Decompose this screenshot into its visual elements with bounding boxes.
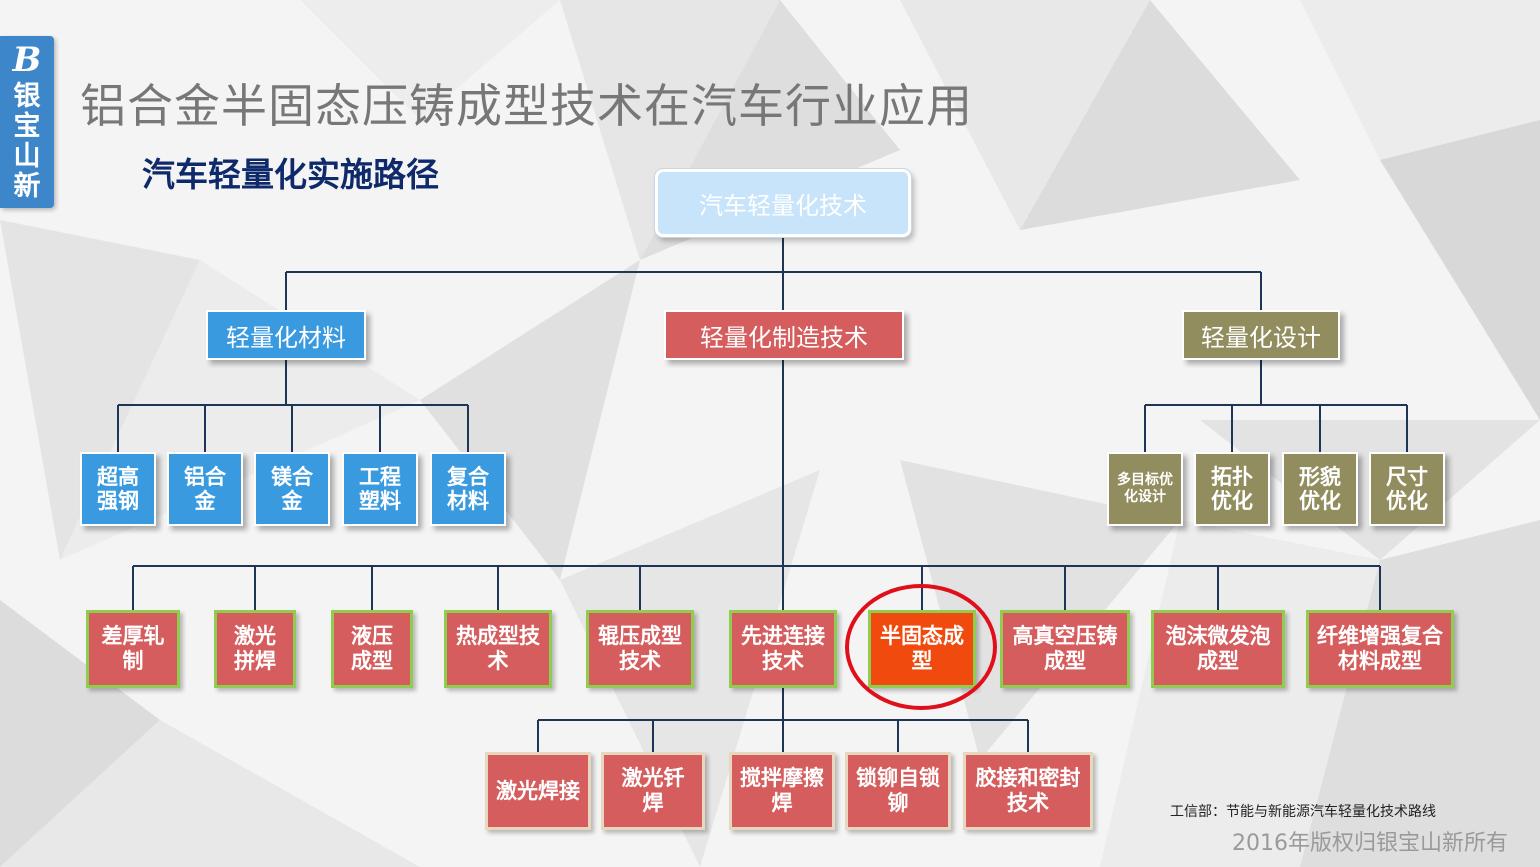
design-node: 形貌优化	[1282, 452, 1358, 526]
logo-letter: B	[12, 40, 42, 80]
company-logo: B 银宝山新	[0, 36, 54, 208]
joining-node: 锁铆自锁铆	[845, 752, 951, 830]
highlight-circle	[845, 584, 997, 710]
material-node: 镁合金	[254, 452, 330, 526]
process-node: 激光拼焊	[214, 610, 296, 688]
material-node: 工程塑料	[342, 452, 418, 526]
material-node: 超高强钢	[80, 452, 156, 526]
process-node: 纤维增强复合材料成型	[1306, 610, 1454, 688]
joining-node: 胶接和密封技术	[963, 752, 1093, 830]
branch-design: 轻量化设计	[1182, 310, 1340, 360]
branch-materials: 轻量化材料	[206, 310, 366, 360]
design-node: 多目标优化设计	[1107, 452, 1183, 526]
root-node: 汽车轻量化技术	[655, 169, 911, 237]
slide-subtitle: 汽车轻量化实施路径	[142, 155, 439, 194]
process-node: 辊压成型技术	[586, 610, 694, 688]
design-node: 尺寸优化	[1369, 452, 1445, 526]
process-node: 液压成型	[331, 610, 413, 688]
material-node: 复合材料	[430, 452, 506, 526]
branch-manufacturing: 轻量化制造技术	[664, 310, 904, 360]
joining-node: 激光焊接	[485, 752, 591, 830]
copyright-text: 2016年版权归银宝山新所有	[1232, 831, 1508, 856]
process-node: 泡沫微发泡成型	[1151, 610, 1285, 688]
process-node: 高真空压铸成型	[1000, 610, 1130, 688]
joining-node: 搅拌摩擦焊	[729, 752, 835, 830]
source-note: 工信部：节能与新能源汽车轻量化技术路线	[1170, 804, 1436, 820]
process-node: 差厚轧制	[86, 610, 180, 688]
process-node: 热成型技术	[444, 610, 552, 688]
material-node: 铝合金	[167, 452, 243, 526]
process-node: 先进连接技术	[729, 610, 837, 688]
slide-title: 铝合金半固态压铸成型技术在汽车行业应用	[80, 79, 973, 133]
logo-name: 银宝山新	[13, 81, 41, 202]
design-node: 拓扑优化	[1194, 452, 1270, 526]
joining-node: 激光钎焊	[601, 752, 705, 830]
